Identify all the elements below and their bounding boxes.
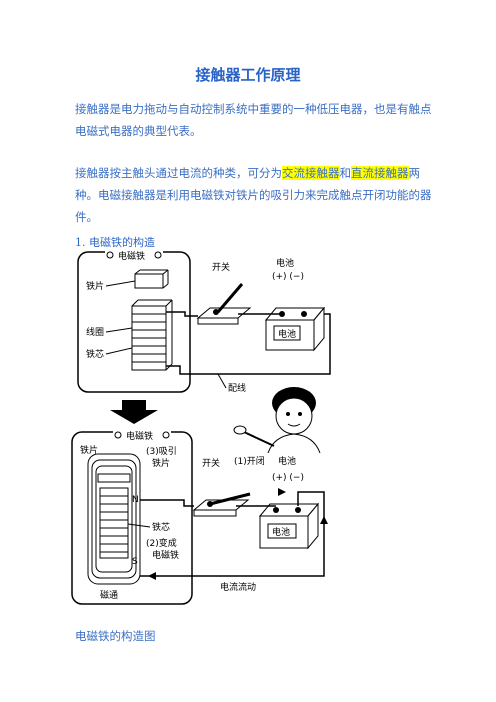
top-label-polarity: (+) (−) [272, 272, 304, 282]
top-label-battery: 电池 [276, 257, 294, 269]
bottom-box-title: 电磁铁 [126, 430, 153, 442]
types-text-pre: 接触器按主触头通过电流的种类，可分为 [75, 166, 282, 180]
top-box-title: 电磁铁 [118, 250, 145, 262]
bottom-label-core: 铁芯 [152, 521, 170, 533]
highlight-dc-contactor: 直流接触器 [351, 166, 409, 180]
top-wires [166, 311, 198, 317]
bottom-label-flux: 磁通 [100, 589, 118, 601]
down-arrow [110, 400, 158, 424]
bottom-label-switch: 开关 [202, 457, 220, 469]
section-heading: 1. 电磁铁的构造 [75, 236, 155, 249]
label-n: N [132, 495, 139, 505]
bottom-label-current: 电流流动 [220, 581, 256, 593]
bottom-label-plate: 铁片 [80, 444, 98, 456]
bottom-battery [258, 502, 320, 550]
bottom-wires [140, 499, 194, 507]
top-battery-body-label: 电池 [278, 328, 296, 340]
top-iron-plate [134, 273, 164, 289]
page-title: 接触器工作原理 [195, 66, 301, 84]
bottom-label-become-2: 电磁铁 [152, 549, 179, 561]
bottom-label-polarity: (+) (−) [272, 473, 304, 483]
types-text-post: 两种。电磁接触器是利用电磁铁对铁片的吸引力来完成触点开闭功能的器件。 [75, 166, 432, 224]
label-s: S [132, 557, 138, 567]
types-text-mid: 和 [339, 166, 352, 180]
electromagnet-figure: 电磁铁 铁片 线圈 铁芯 开关 电池 (+) (−) 电池 [71, 248, 331, 605]
top-battery [264, 306, 326, 352]
top-coil [131, 299, 173, 371]
highlight-ac-contactor: 交流接触器 [282, 166, 340, 180]
paragraph-intro: 接触器是电力拖动与自动控制系统中重要的一种低压电器，也是有触点电磁式电器的典型代… [75, 102, 432, 138]
paragraph-types: 接触器按主触头通过电流的种类，可分为交流接触器和直流接触器两种。电磁接触器是利用… [75, 162, 441, 228]
top-label-core: 铁芯 [86, 348, 104, 360]
bottom-coil [99, 487, 129, 559]
top-label-wire: 配线 [228, 382, 246, 394]
top-label-switch: 开关 [212, 261, 230, 273]
top-switch [196, 283, 252, 325]
bottom-iron-plate [97, 473, 131, 483]
bottom-label-battery: 电池 [278, 455, 296, 467]
bottom-label-close: (1)开闭 [234, 455, 265, 467]
bottom-battery-body-label: 电池 [272, 526, 290, 538]
person-illustration [233, 387, 321, 454]
bottom-label-become-1: (2)变成 [146, 537, 177, 549]
bottom-label-attract-2: 铁片 [152, 457, 170, 469]
bottom-label-attract-1: (3)吸引 [146, 446, 177, 457]
top-label-plate: 铁片 [86, 280, 104, 292]
top-label-coil: 线圈 [86, 326, 104, 338]
flux-loops [87, 453, 141, 585]
figure-caption: 电磁铁的构造图 [75, 629, 156, 643]
bottom-switch [192, 492, 251, 517]
